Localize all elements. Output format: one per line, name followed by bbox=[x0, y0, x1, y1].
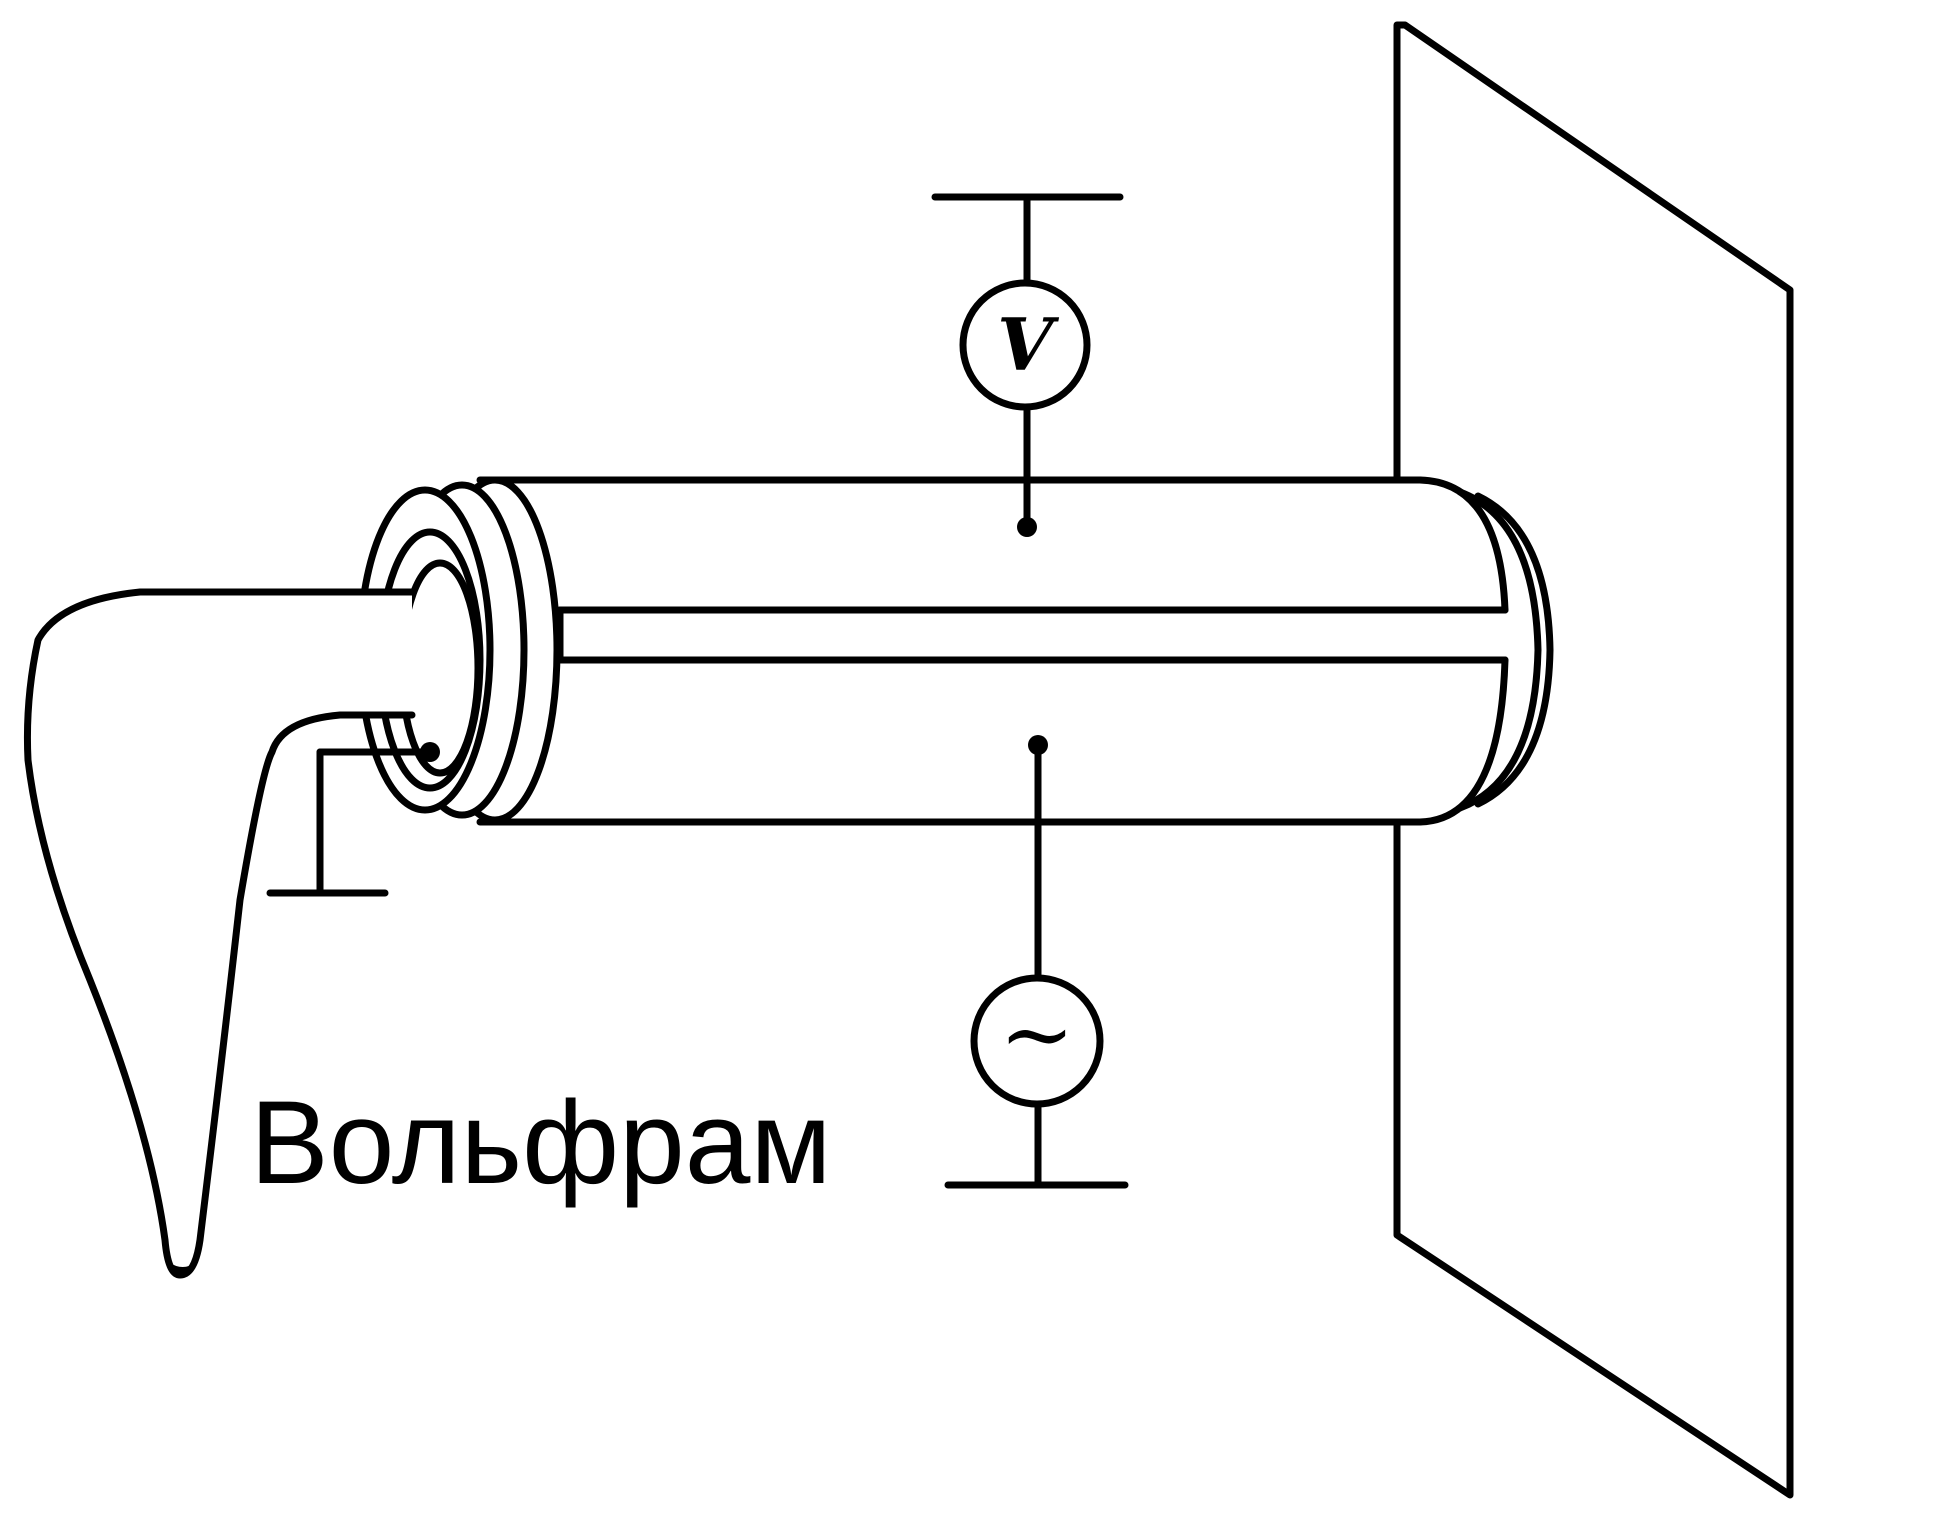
ac-source-symbol: ~ bbox=[999, 982, 1074, 1087]
voltmeter-circuit bbox=[931, 193, 1124, 537]
ac-source-icon: ~ bbox=[970, 974, 1104, 1108]
tungsten-label: Вольфрам bbox=[250, 1077, 832, 1209]
electrode-cylinder bbox=[476, 476, 1554, 826]
voltmeter-icon: V bbox=[959, 279, 1091, 411]
screen-plate bbox=[1393, 21, 1794, 1499]
tungsten-tip bbox=[23, 588, 416, 1279]
cylinder-left-flange bbox=[356, 476, 561, 824]
ground-connection bbox=[316, 742, 440, 894]
voltmeter-symbol: V bbox=[997, 302, 1059, 387]
